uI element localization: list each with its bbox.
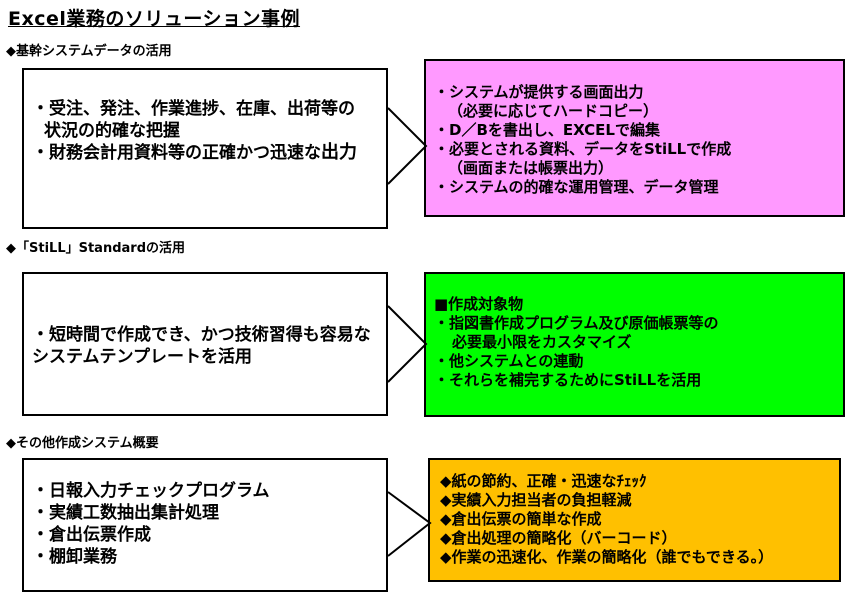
core-solution-line-5: （画面または帳票出力） <box>448 159 614 177</box>
connector-arrow-1 <box>387 107 428 185</box>
still-solution-line-1: ■作成対象物 <box>434 295 524 313</box>
core-system-solution-box: ・システムが提供する画面出力 （必要に応じてハードコピー） ・D／Bを書出し、E… <box>424 59 845 217</box>
still-current-box: ・短時間で作成でき、かつ技術習得も容易な システムテンプレートを活用 <box>22 272 388 416</box>
core-system-line-3-text: ・財務会計用資料等の正確かつ迅速な <box>32 143 321 163</box>
core-solution-line-3: ・D／Bを書出し、EXCELで編集 <box>434 121 660 139</box>
core-system-line-3: ・財務会計用資料等の正確かつ迅速な出力 <box>32 142 386 164</box>
core-system-current-box: ・受注、発注、作業進捗、在庫、出荷等の 状況の的確な把握 ・財務会計用資料等の正… <box>22 68 388 229</box>
section-heading-still-standard: ◆「StiLL」Standardの活用 <box>6 241 185 256</box>
still-line-2: システムテンプレートを活用 <box>32 347 252 367</box>
core-system-emphasis: 出力 <box>321 142 357 163</box>
other-solution-line-5: ◆作業の迅速化、作業の簡略化（誰でもできる。） <box>440 548 774 566</box>
still-solution-line-5: ・それらを補完するためにStiLLを活用 <box>434 371 702 389</box>
core-system-line-2: 状況の的確な把握 <box>44 121 180 141</box>
other-solution-line-2: ◆実績入力担当者の負担軽減 <box>440 491 632 509</box>
other-solution-line-4: ◆倉出処理の簡略化（バーコード） <box>440 529 677 547</box>
still-solution-line-2: ・指図書作成プログラム及び原価帳票等の <box>434 314 719 332</box>
other-systems-solution-box: ◆紙の節約、正確・迅速なﾁｪｯｸ ◆実績入力担当者の負担軽減 ◆倉出伝票の簡単な… <box>428 458 841 582</box>
core-solution-line-1: ・システムが提供する画面出力 <box>434 83 644 101</box>
other-systems-current-box: ・日報入力チェックプログラム ・実績工数抽出集計処理 ・倉出伝票作成 ・棚卸業務 <box>22 458 388 592</box>
core-solution-line-2: （必要に応じてハードコピー） <box>448 102 659 120</box>
page-title: Excel業務のソリューション事例 <box>8 8 301 30</box>
other-line-1: ・日報入力チェックプログラム <box>32 481 270 501</box>
connector-arrow-2 <box>387 305 428 383</box>
core-solution-line-4: ・必要とされる資料、データをStiLLで作成 <box>434 140 732 158</box>
still-solution-line-4: ・他システムとの連動 <box>434 352 584 370</box>
other-line-4: ・棚卸業務 <box>32 547 117 567</box>
still-solution-line-3: 必要最小限をカスタマイズ <box>452 333 632 351</box>
core-solution-line-6: ・システムの的確な運用管理、データ管理 <box>434 178 719 196</box>
section-heading-core-system: ◆基幹システムデータの活用 <box>6 44 172 59</box>
other-solution-line-3: ◆倉出伝票の簡単な作成 <box>440 510 602 528</box>
other-line-3: ・倉出伝票作成 <box>32 525 151 545</box>
connector-arrow-3 <box>387 491 432 557</box>
section-heading-other-systems: ◆その他作成システム概要 <box>6 436 159 451</box>
core-system-line-1: ・受注、発注、作業進捗、在庫、出荷等の <box>32 99 355 119</box>
still-line-1: ・短時間で作成でき、かつ技術習得も容易な <box>32 325 371 345</box>
other-line-2: ・実績工数抽出集計処理 <box>32 503 219 523</box>
still-solution-box: ■作成対象物 ・指図書作成プログラム及び原価帳票等の 必要最小限をカスタマイズ … <box>424 272 845 417</box>
other-solution-line-1: ◆紙の節約、正確・迅速なﾁｪｯｸ <box>440 472 647 490</box>
